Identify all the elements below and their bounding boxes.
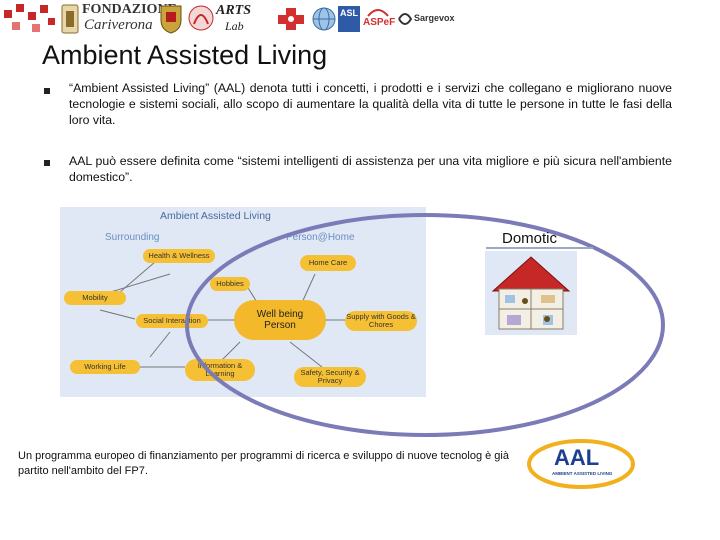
- aal-logo-text: AAL: [554, 445, 600, 470]
- node-hobbies: Hobbies: [210, 277, 250, 291]
- node-health-wellness: Health & Wellness: [143, 249, 215, 263]
- smart-house-icon: [485, 251, 577, 335]
- bullet-definition: “Ambient Assisted Living” (AAL) denota t…: [69, 81, 672, 127]
- diagram-title: Ambient Assisted Living: [160, 210, 271, 222]
- sargevox-logo-icon: [398, 13, 413, 25]
- aal-logo-icon: [527, 439, 635, 489]
- node-supply-goods: Supply with Goods & Chores: [345, 311, 417, 331]
- node-mobility: Mobility: [64, 291, 126, 305]
- crest-icon: [160, 5, 182, 34]
- node-home-care: Home Care: [300, 255, 356, 271]
- aal-logo: AAL AMBIENT ASSISTED LIVING: [526, 438, 636, 490]
- fondazione-name: FONDAZIONE: [82, 2, 177, 17]
- person-at-home-label: Person@Home: [286, 232, 355, 243]
- aal-diagram: Ambient Assisted Living Surrounding Pers…: [60, 207, 426, 397]
- node-working-life: Working Life: [70, 360, 140, 374]
- cariverona-name: Cariverona: [84, 17, 153, 33]
- surrounding-label: Surrounding: [105, 232, 160, 243]
- node-safety-security: Safety, Security & Privacy: [294, 367, 366, 387]
- bullet-description: AAL può essere definita come “sistemi in…: [69, 154, 672, 184]
- arts-name: ARTS: [216, 3, 252, 18]
- bullet-marker: [44, 88, 50, 94]
- slide-title: Ambient Assisted Living: [42, 40, 328, 70]
- logo-strip: FONDAZIONE Cariverona ARTS Lab ASL ASPeF…: [0, 0, 720, 40]
- aspef-name: ASPeF: [363, 17, 396, 28]
- aal-logo-subtitle: AMBIENT ASSISTED LIVING: [552, 471, 613, 476]
- asl-logo: ASL: [338, 6, 360, 32]
- fondazione-logo-icon: [61, 4, 79, 34]
- globe-logo-icon: [312, 7, 336, 31]
- aspef-logo-icon: [367, 9, 389, 17]
- domotic-underline: [486, 247, 593, 249]
- node-well-being-person: Well being Person: [234, 300, 326, 340]
- asl-name: ASL: [340, 8, 358, 18]
- lab-name: Lab: [225, 19, 244, 33]
- bullet-marker: [44, 160, 50, 166]
- arts-lab-logo-icon: [188, 5, 214, 31]
- footer-note: Un programma europeo di finanziamento pe…: [18, 450, 509, 477]
- red-cross-logo-icon: [278, 8, 304, 30]
- checker-logo-icon: [2, 2, 57, 36]
- node-social-interaction: Social Interaction: [136, 314, 208, 328]
- domotic-label: Domotic: [502, 230, 558, 247]
- highlight-ellipse: [185, 213, 665, 437]
- sargevox-name: Sargevox: [414, 13, 455, 23]
